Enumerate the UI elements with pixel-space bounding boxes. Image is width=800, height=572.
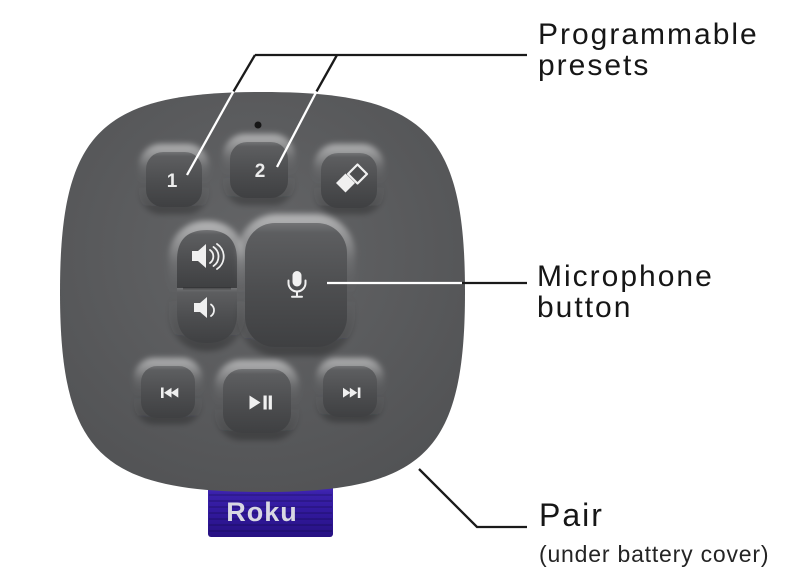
roku-tag-label: Roku [226,497,298,527]
microphone-button-label: Microphone button [537,261,714,323]
preset-1-leader-line [232,54,256,93]
preset-1-leader-line-on-remote [185,90,235,176]
volume-up-face[interactable] [177,230,237,288]
programmable-presets-label: Programmable presets [538,19,759,81]
volume-up-button[interactable] [177,230,237,288]
pair-title: Pair [539,497,604,533]
tag-button[interactable] [314,144,384,214]
microphone-icon [287,271,307,298]
label-line: button [537,291,633,324]
pair-subtitle: (under battery cover) [539,541,770,567]
volume-down-button[interactable] [177,288,237,343]
preset-2-button[interactable]: 2 [223,134,295,205]
microphone-button[interactable] [237,214,355,356]
next-track-icon [343,387,361,398]
preset-1-button[interactable]: 1 [139,144,209,214]
roku-tag: Roku [208,482,333,537]
annotation-lines [185,53,527,529]
microphone-hole [254,121,262,129]
label-line: Microphone [537,260,714,293]
previous-track-button[interactable] [134,358,202,424]
previous-track-icon [161,387,179,398]
pair-leader-line [418,468,527,529]
play-pause-button[interactable] [215,360,299,440]
play-pause-icon [249,395,272,410]
next-track-button[interactable] [316,358,384,422]
pair-label: Pair (under battery cover) [539,497,769,568]
volume-down-icon [194,297,215,318]
preset-1-face[interactable] [146,152,202,207]
preset-1-label: 1 [167,171,178,192]
label-line: presets [538,49,651,82]
preset-2-label: 2 [255,161,266,182]
preset-2-leader-line [315,54,339,93]
preset-2-face[interactable] [230,142,288,198]
preset-2-leader-line-on-remote [275,90,318,168]
label-line: Programmable [538,18,759,51]
volume-rocker[interactable] [169,221,245,351]
volume-up-icon [192,243,225,270]
roku-tag-ribs [209,494,332,532]
double-diamond-icon [336,163,369,193]
roku-tag-fabric [208,482,333,537]
